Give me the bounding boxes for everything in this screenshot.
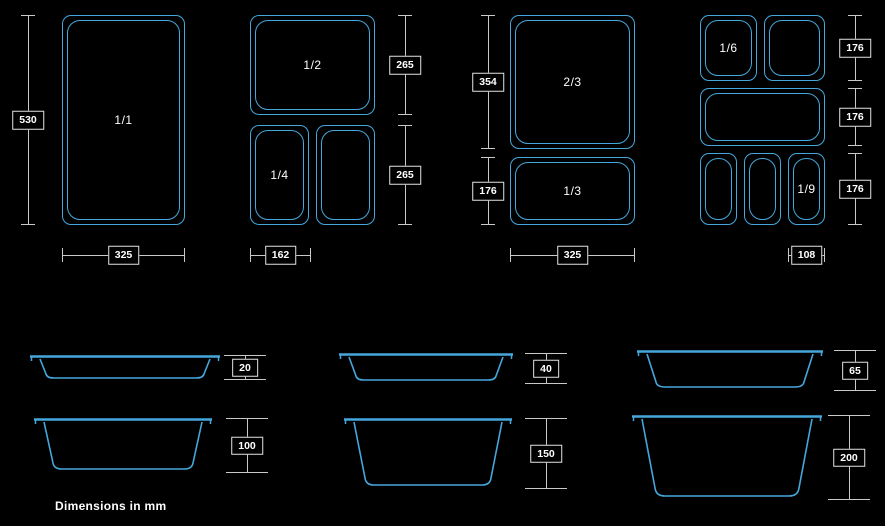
pan-1-4-label: 1/4 [270,168,289,182]
pan-inner-rim [769,20,820,76]
dimension-value-325-b: 325 [556,245,589,265]
side-view-pan-200mm [632,415,822,497]
dimension-tick [848,145,862,146]
side-view-pan-150mm [344,418,512,486]
pan-inner-rim [515,162,630,220]
dimension-value-176-row3: 176 [839,179,871,199]
dimension-tick [834,390,876,391]
pan-1-3: 1/3 [510,157,635,225]
dimension-value-265-top: 265 [389,55,421,75]
dimension-tick [310,248,311,262]
pan-1-1: 1/1 [62,15,185,225]
side-view-pan-20mm [30,355,220,379]
pan-inner-rim [515,20,630,144]
pan-inner-rim [67,20,180,220]
pan-inner-rim [749,158,776,220]
dimension-tick [226,472,268,473]
dimension-value-108: 108 [790,245,823,265]
dimension-value-200: 200 [833,448,865,467]
dimension-value-65: 65 [842,361,868,380]
dimension-value-150: 150 [530,444,562,463]
dimension-value-176-row1: 176 [839,38,871,58]
dimension-tick [828,499,870,500]
pan-inner-rim [321,130,370,220]
dimension-tick [848,80,862,81]
dimensions-note: Dimensions in mm [55,499,167,513]
dimension-value-100: 100 [231,436,263,455]
pan-inner-rim [705,93,820,141]
pan-inner-rim [255,20,370,110]
pan-2-3: 2/3 [510,15,635,149]
dimension-tick [398,224,412,225]
pan-1-6-label: 1/6 [719,41,738,55]
dimension-tick [184,248,185,262]
dimension-tick [481,224,495,225]
side-view-pan-40mm [339,353,513,381]
dimension-value-325-a: 325 [107,245,140,265]
dimension-tick [824,248,825,262]
pan-inner-rim [705,158,732,220]
dimension-tick [525,383,567,384]
dimension-value-530: 530 [12,110,44,130]
dimension-value-20: 20 [232,358,258,377]
dimension-tick [21,224,35,225]
pan-inner-rim [705,20,752,76]
pan-inner-rim [255,130,304,220]
pan-1-9-a [700,153,737,225]
pan-1-4-right [316,125,375,225]
pan-1-2: 1/2 [250,15,375,115]
dimension-value-265-bottom: 265 [389,165,421,185]
dimension-tick [634,248,635,262]
dimension-value-40: 40 [533,359,559,378]
side-view-pan-100mm [34,418,212,470]
dimension-value-354: 354 [472,72,504,92]
pan-1-4-left: 1/4 [250,125,309,225]
pan-1-3-horizontal [700,88,825,146]
dimension-tick [398,114,412,115]
pan-1-6-left: 1/6 [700,15,757,81]
pan-1-3-label: 1/3 [563,184,582,198]
pan-1-6-right [764,15,825,81]
dimension-value-176-row2: 176 [839,107,871,127]
pan-1-9-label: 1/9 [797,182,816,196]
dimension-tick [525,488,567,489]
pan-1-9-b [744,153,781,225]
dimension-tick [481,148,495,149]
pan-1-1-label: 1/1 [114,113,133,127]
side-view-pan-65mm [637,350,823,388]
dimension-tick [848,224,862,225]
pan-2-3-label: 2/3 [563,75,582,89]
dimension-tick [224,379,266,380]
dimension-value-162: 162 [264,245,297,265]
pan-1-2-label: 1/2 [303,58,322,72]
pan-inner-rim [793,158,820,220]
pan-1-9-c: 1/9 [788,153,825,225]
dimension-value-176-third: 176 [472,181,504,201]
